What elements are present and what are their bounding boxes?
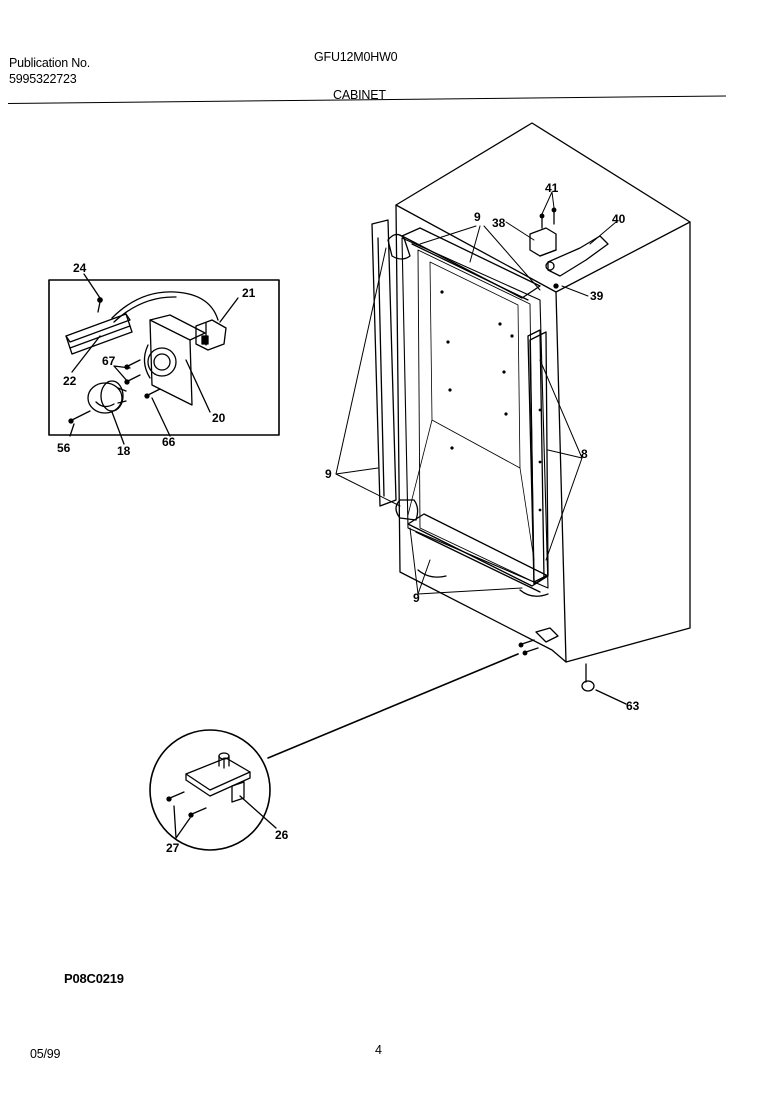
cabinet-leader-lines (335, 191, 617, 595)
part-label-66: 66 (162, 435, 176, 449)
part-label-27: 27 (166, 841, 180, 855)
lamp-shield (65, 313, 133, 355)
detail-callout-line (267, 653, 519, 759)
part-label-56: 56 (57, 441, 71, 455)
figure-code: P08C0219 (64, 971, 124, 986)
part-label-26: 26 (275, 828, 289, 842)
bottom-hinge-detail (149, 729, 277, 851)
revision-date: 05/99 (30, 1047, 61, 1061)
page-number: 4 (375, 1043, 382, 1057)
part-label-39: 39 (590, 289, 604, 303)
gasket-strip-right (527, 329, 545, 585)
part-label-38: 38 (492, 216, 506, 230)
part-label-24: 24 (73, 261, 87, 275)
leveling-leg (581, 663, 627, 705)
part-label-22: 22 (63, 374, 77, 388)
part-label-18: 18 (117, 444, 131, 458)
screw-56 (68, 410, 91, 424)
part-label-63: 63 (626, 699, 640, 713)
wire-harness (111, 291, 219, 321)
part-label-21: 21 (242, 286, 256, 300)
light-bulb (87, 380, 127, 414)
publication-label: Publication No. (9, 56, 91, 70)
section-title: CABINET (333, 88, 386, 102)
part-label-9-top: 9 (474, 210, 481, 224)
light-assembly-inset (48, 273, 280, 445)
light-socket-housing (143, 314, 206, 406)
part-label-9-left: 9 (325, 467, 332, 481)
part-label-8: 8 (581, 447, 588, 461)
bottom-hinge-on-cabinet (518, 627, 559, 656)
part-label-67: 67 (102, 354, 116, 368)
part-label-9-bottom: 9 (413, 591, 420, 605)
publication-number: 5995322723 (9, 72, 77, 86)
model-number: GFU12M0HW0 (314, 50, 398, 64)
door-gasket-left (371, 219, 397, 507)
top-hinge-assembly (529, 207, 609, 289)
part-label-40: 40 (612, 212, 626, 226)
part-label-20: 20 (212, 411, 226, 425)
part-label-41: 41 (545, 181, 559, 195)
light-switch (195, 319, 227, 351)
